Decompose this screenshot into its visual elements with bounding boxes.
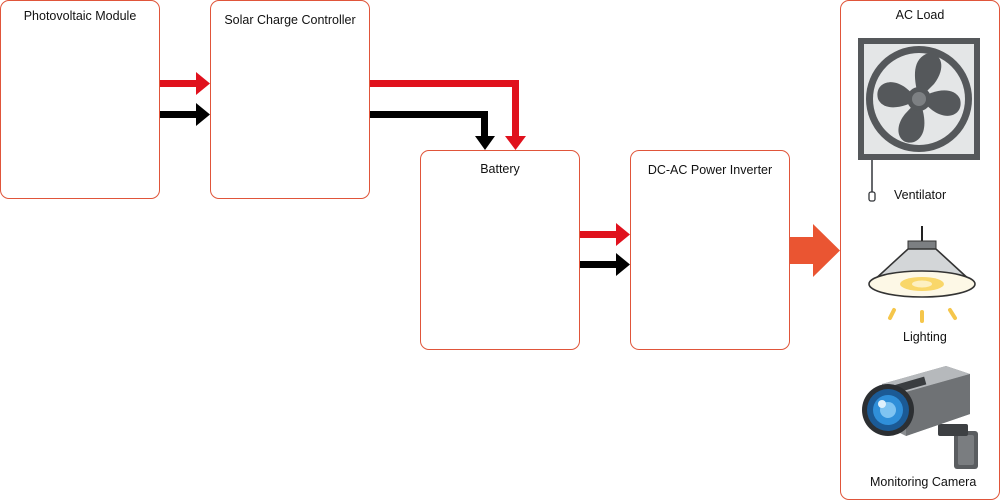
battery-to-inverter-positive-arrow (580, 223, 630, 246)
camera-label: Monitoring Camera (870, 475, 977, 489)
pv-module-label: Photovoltaic Module (23, 9, 137, 23)
inverter-block: DC-AC Power Inverter (630, 150, 790, 350)
pv-to-controller-negative-arrow (160, 103, 210, 126)
pv-to-controller-positive-arrow (160, 72, 210, 95)
battery-label: Battery (480, 162, 520, 176)
ventilator-label: Ventilator (894, 188, 947, 202)
charge-controller-label: Solar Charge Controller (224, 13, 356, 27)
battery-to-inverter-negative-arrow (580, 253, 630, 276)
ceiling-lamp-icon (868, 226, 976, 323)
inverter-label: DC-AC Power Inverter (647, 163, 773, 177)
ac-load-label: AC Load (895, 8, 945, 22)
ventilator-fan-icon (858, 38, 980, 202)
lighting-label: Lighting (903, 330, 947, 344)
inverter-to-ac-load-arrow (790, 224, 840, 277)
controller-to-battery-positive-arrow (370, 80, 526, 150)
controller-to-battery-negative-arrow (370, 111, 495, 150)
battery-block: Battery (420, 150, 580, 350)
security-camera-icon (862, 366, 978, 469)
charge-controller-block: Solar Charge Controller (210, 0, 370, 199)
pv-module-block: Photovoltaic Module (0, 0, 160, 199)
